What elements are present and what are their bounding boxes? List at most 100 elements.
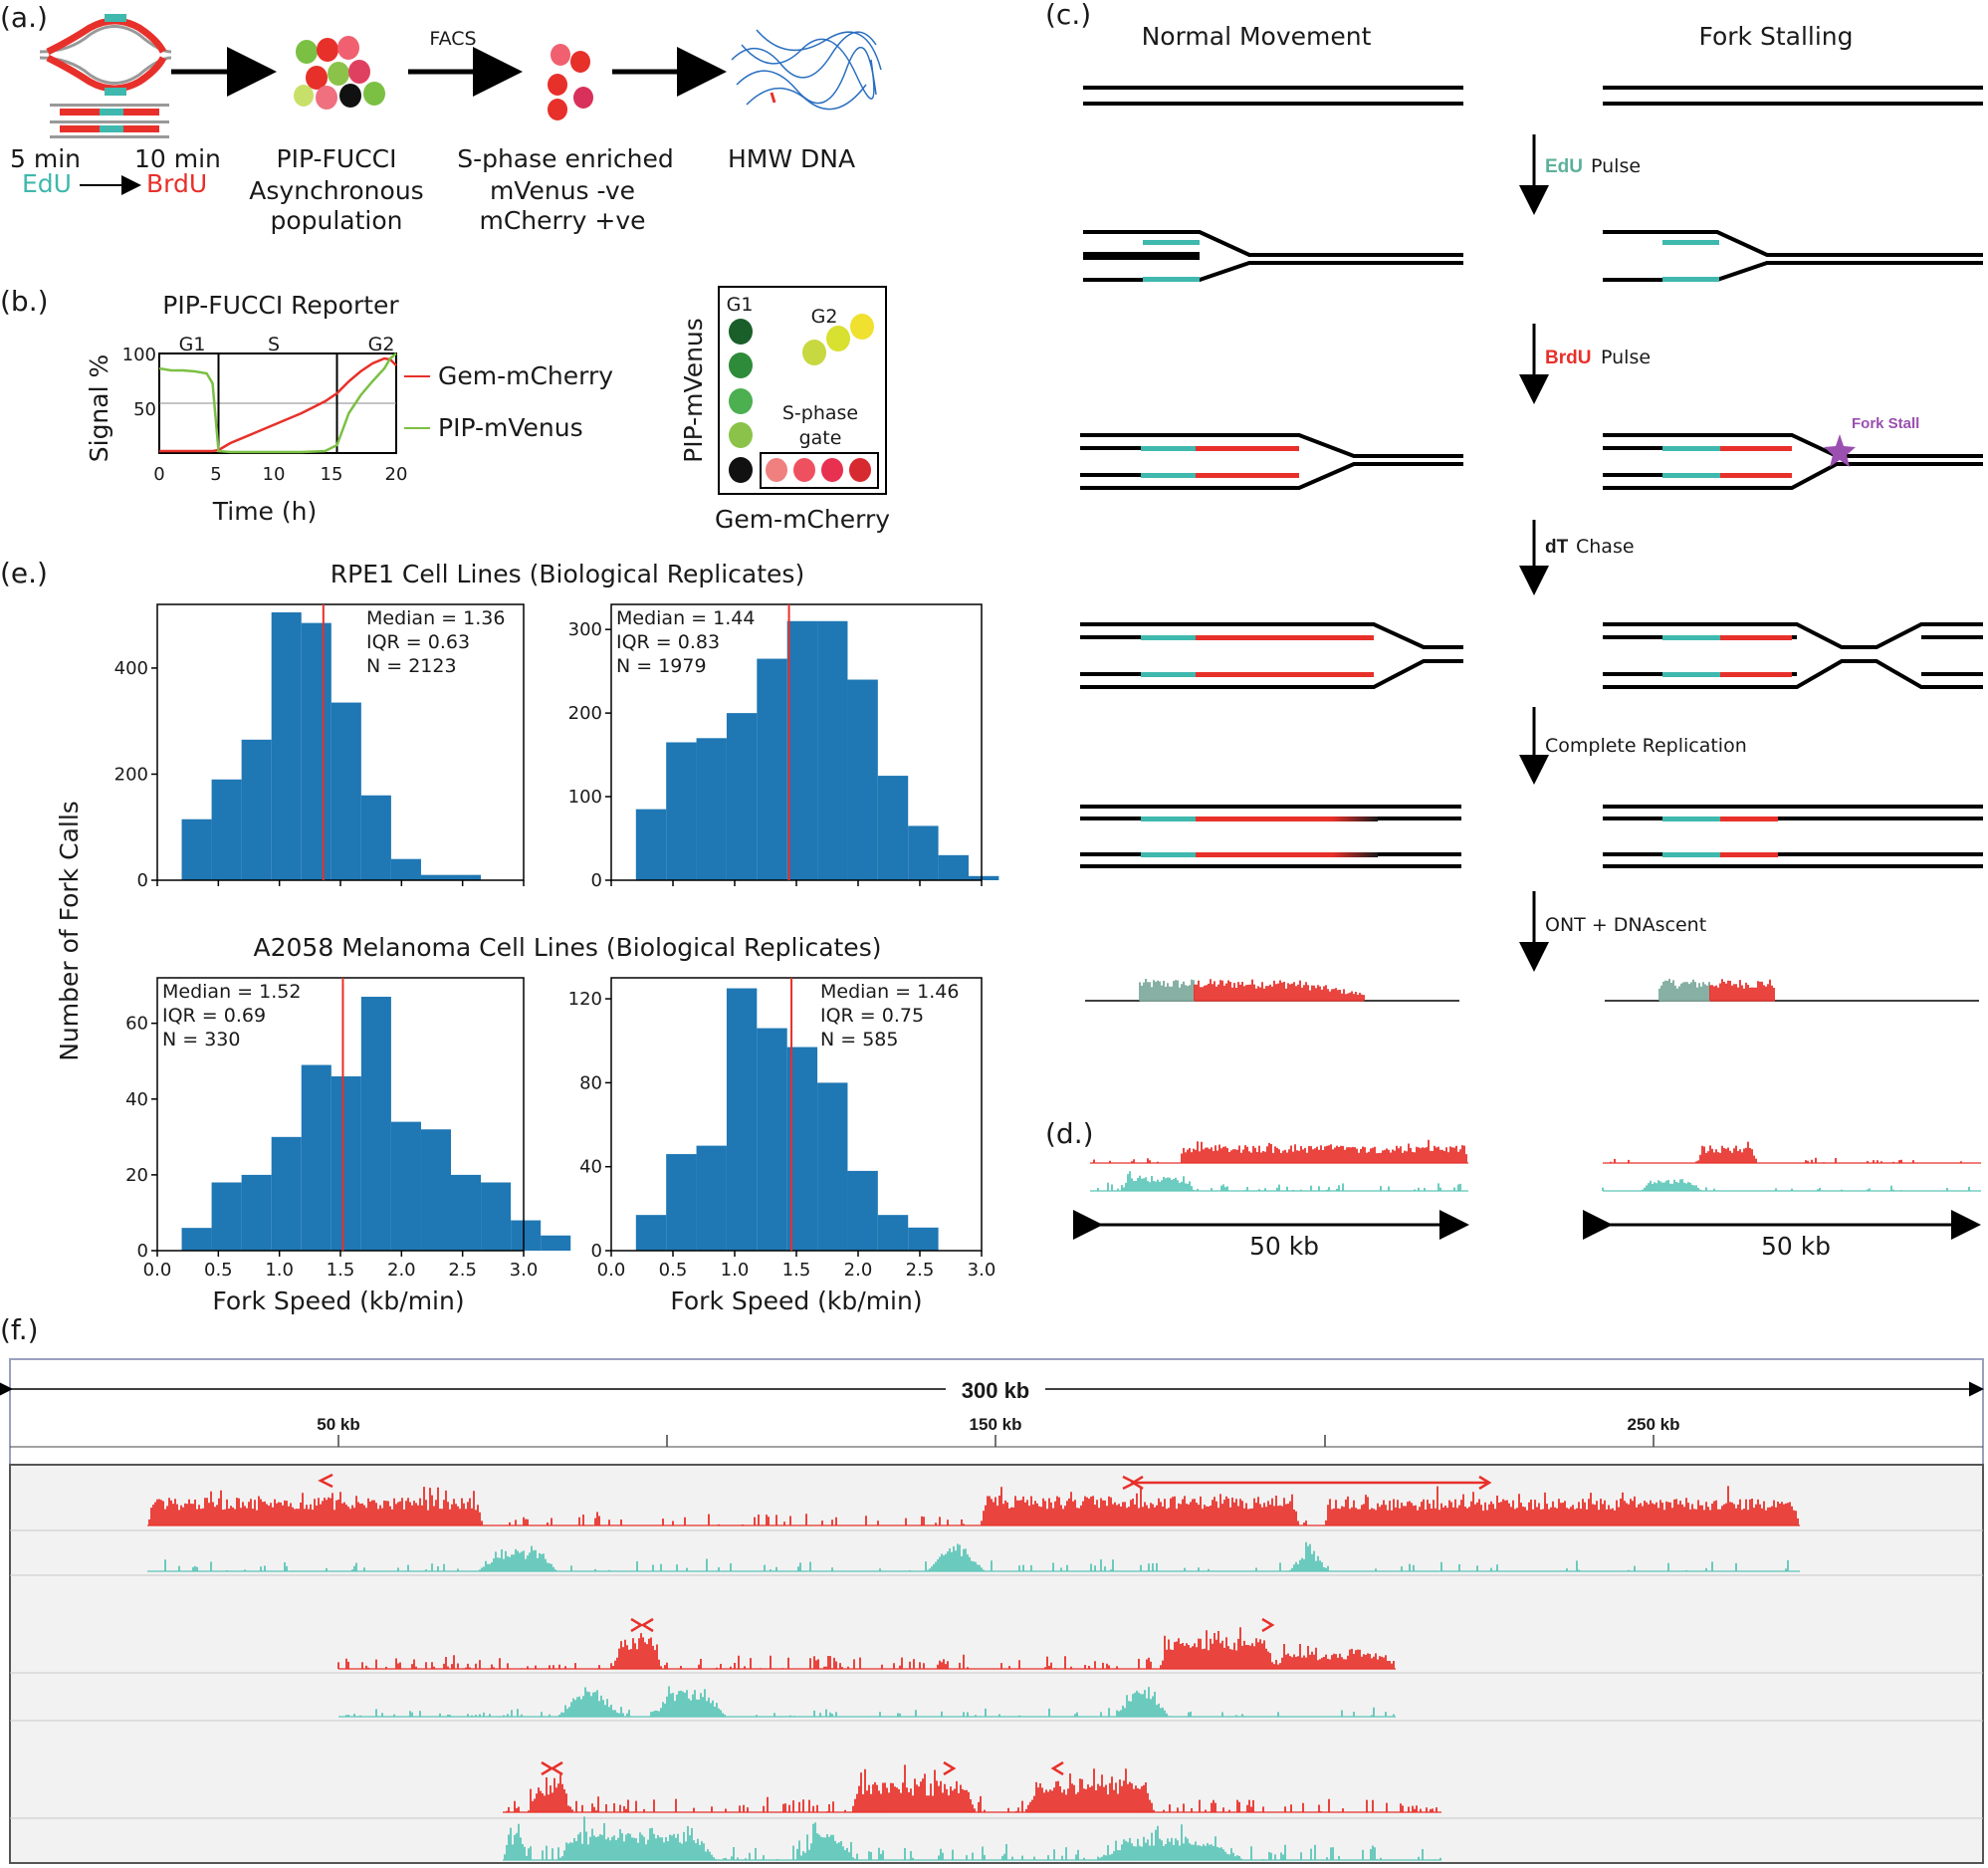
hist-bar [666, 1154, 697, 1251]
f-read1-brdu-signal [148, 1486, 1799, 1525]
f-read3-brdu-signal [506, 1764, 1437, 1812]
f-read2-edu [338, 1686, 1396, 1718]
f-read1-edu [147, 1541, 1800, 1572]
hist-bar [696, 738, 727, 880]
fork-direction-arrows [318, 1473, 1492, 1776]
read-normal-brdu-signal [1194, 979, 1365, 1001]
hist-bar [847, 679, 878, 880]
hist-bar [938, 854, 969, 880]
ytick-label: 60 [125, 1014, 148, 1035]
ytick-label: 100 [568, 787, 602, 808]
hist-bar [635, 809, 667, 880]
sorted-cells [548, 44, 593, 120]
hist-bar [726, 988, 758, 1251]
hist-bar [877, 1215, 909, 1251]
ytick-label: 400 [114, 658, 148, 679]
step-brdu-rest: Pulse [1601, 347, 1651, 368]
f-read2-edu-signal [345, 1686, 1395, 1717]
hist-bar [757, 658, 787, 880]
step1-line2: Asynchronous [249, 176, 423, 205]
read-stall-edu [1658, 979, 1710, 1002]
hist-bar [908, 1227, 939, 1251]
xtick-label: 0.5 [659, 1260, 688, 1281]
fork-labels-colored [1141, 240, 1792, 857]
hist-bar [635, 1215, 667, 1251]
asynchronous-cells [294, 36, 385, 110]
step1-line1: PIP-FUCCI [277, 144, 397, 173]
hist-bar [360, 997, 391, 1251]
hist-annotation: IQR = 0.83 [616, 631, 720, 653]
hist-xlabel-left: Fork Speed (kb/min) [212, 1286, 464, 1315]
scatter-g1-label: G1 [727, 294, 754, 316]
step2-line3: mCherry +ve [479, 206, 645, 235]
hist-bar [271, 611, 302, 880]
hist-bar [786, 620, 818, 880]
xtick-label: 1.5 [327, 1260, 355, 1281]
hist-bar [420, 1129, 452, 1251]
f-read2-brdu [337, 1627, 1396, 1670]
browser-scale-label: 300 kb [962, 1378, 1030, 1403]
legend-mvenus: PIP-mVenus [438, 413, 583, 442]
step3-label: HMW DNA [728, 144, 855, 173]
ytick-label: 120 [568, 989, 602, 1010]
hist-annotation: IQR = 0.75 [820, 1005, 924, 1027]
hist-bar [390, 1121, 421, 1251]
browser-tick-250kb: 250 kb [1628, 1415, 1680, 1434]
step1-line3: population [270, 206, 402, 235]
xtick-label: 2.0 [844, 1260, 873, 1281]
d-stall-brdu [1603, 1141, 1981, 1164]
hist-ylabel: Number of Fork Calls [55, 801, 84, 1061]
xtick-label: 3.0 [968, 1260, 996, 1281]
fucci-xtick-0: 0 [153, 464, 164, 485]
panel-d-tracks [1090, 1139, 1981, 1192]
f-read3-brdu [503, 1764, 1441, 1813]
hist-xlabel-right: Fork Speed (kb/min) [670, 1286, 922, 1315]
col-normal-movement: Normal Movement [1142, 22, 1372, 51]
hist-annotation: Median = 1.44 [616, 607, 755, 629]
d-stall-edu [1602, 1179, 1981, 1192]
ytick-label: 40 [579, 1157, 602, 1178]
d-normal-edu [1090, 1171, 1468, 1192]
hist-bar [451, 1174, 482, 1251]
hist-annotation: Median = 1.52 [162, 981, 301, 1003]
hist-annotation: IQR = 0.69 [162, 1005, 266, 1027]
step-brdu-bold: BrdU [1545, 348, 1591, 368]
xtick-label: 0.0 [597, 1260, 626, 1281]
read-stall-edu-signal [1658, 979, 1710, 1001]
read-normal-edu [1139, 979, 1195, 1002]
hist-annotation: N = 585 [820, 1029, 898, 1051]
series-pip-mvenus [158, 352, 397, 454]
panel-label-c: (c.) [1045, 0, 1091, 31]
facs-label: FACS [429, 28, 476, 50]
pulse1-time: 5 min [10, 144, 81, 173]
d-normal-brdu [1090, 1139, 1468, 1164]
hist-bar [181, 818, 212, 880]
genome-browser [0, 1358, 1984, 1864]
panel-label-e: (e.) [0, 557, 48, 589]
ytick-label: 200 [114, 764, 148, 785]
f-read1-edu-signal [164, 1541, 1789, 1571]
ytick-label: 40 [125, 1089, 148, 1110]
hist-bar [451, 874, 482, 880]
gate-label-1: S-phase [782, 402, 858, 424]
hist-bar [271, 1136, 302, 1251]
xtick-label: 2.5 [448, 1260, 477, 1281]
fucci-xlabel: Time (h) [212, 497, 317, 526]
hist-bar [847, 1170, 878, 1251]
pulse2-label: BrdU [146, 169, 207, 198]
pulse1-label: EdU [22, 169, 72, 198]
hist-annotation: Median = 1.36 [366, 607, 505, 629]
ytick-label: 0 [591, 870, 602, 891]
hist-bar [511, 1220, 542, 1251]
ytick-label: 300 [568, 619, 602, 640]
fucci-xtick-10: 10 [263, 464, 286, 485]
browser-tick-50kb: 50 kb [317, 1415, 359, 1434]
hist-bar [331, 702, 361, 880]
step-edu-rest: Pulse [1591, 155, 1641, 177]
fork-stall-star-icon [1824, 434, 1856, 467]
fork-stall-label: Fork Stall [1852, 415, 1919, 432]
xtick-label: 0.5 [204, 1260, 233, 1281]
